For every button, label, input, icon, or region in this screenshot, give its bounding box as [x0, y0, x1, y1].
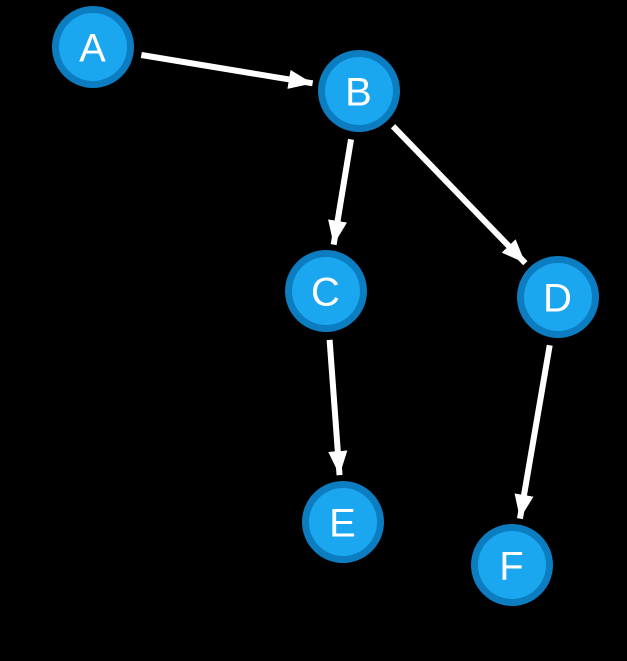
- node-F-fill: [478, 531, 546, 599]
- node-D[interactable]: D: [517, 256, 599, 338]
- node-A[interactable]: A: [52, 6, 134, 88]
- edge-A-B: [140, 52, 314, 89]
- node-D-fill: [524, 263, 592, 331]
- node-D-label: D: [543, 276, 573, 320]
- edge-D-F: [514, 344, 553, 520]
- edge-B-C: [328, 138, 354, 246]
- node-E[interactable]: E: [302, 481, 384, 563]
- node-B[interactable]: B: [318, 50, 400, 132]
- node-B-label: B: [345, 70, 373, 114]
- node-E-label: E: [329, 501, 357, 545]
- edge-B-D: [390, 124, 528, 266]
- node-A-fill: [59, 13, 127, 81]
- node-F-label: F: [499, 544, 524, 588]
- node-C-fill: [292, 257, 360, 325]
- node-C-label: C: [311, 270, 341, 314]
- node-A-label: A: [79, 26, 107, 70]
- node-B-fill: [325, 57, 393, 125]
- node-E-fill: [309, 488, 377, 556]
- edge-C-E: [326, 339, 348, 476]
- node-C[interactable]: C: [285, 250, 367, 332]
- node-F[interactable]: F: [471, 524, 553, 606]
